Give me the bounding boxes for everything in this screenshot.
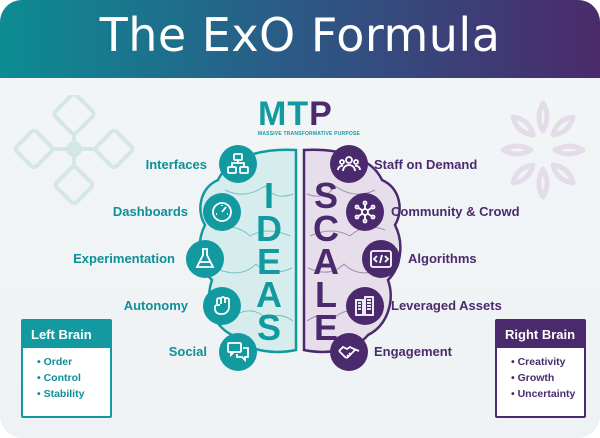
scale-letter-c: C xyxy=(313,208,339,249)
scale-item-algorithms: Algorithms xyxy=(408,251,477,266)
gauge-icon xyxy=(203,193,241,231)
right-brain-box: Right Brain Creativity Growth Uncertaint… xyxy=(495,319,586,418)
ideas-letter-d: D xyxy=(256,208,282,249)
scale-letter-l: L xyxy=(315,274,337,315)
buildings-icon xyxy=(346,287,384,325)
chat-bubbles-icon xyxy=(219,333,257,371)
mtp-letter-t: T xyxy=(287,95,310,133)
people-group-icon xyxy=(330,145,368,183)
ideas-letter-a: A xyxy=(256,274,282,315)
ideas-item-social: Social xyxy=(168,344,207,359)
code-icon xyxy=(362,240,400,278)
right-brain-title: Right Brain xyxy=(497,321,584,348)
ideas-letter-i: I xyxy=(263,175,274,216)
fist-icon xyxy=(203,287,241,325)
handshake-icon xyxy=(330,333,368,371)
right-brain-item: Growth xyxy=(511,370,576,386)
mtp-letter-p: P xyxy=(309,95,333,133)
scale-letter-a: A xyxy=(313,241,339,282)
left-brain-item: Stability xyxy=(37,386,102,402)
left-brain-item: Order xyxy=(37,354,102,370)
mtp-logo: MTP xyxy=(258,95,333,134)
mtp-subtitle: MASSIVE TRANSFORMATIVE PURPOSE xyxy=(258,131,361,137)
scale-item-leveraged-assets: Leveraged Assets xyxy=(391,298,502,313)
network-icon xyxy=(346,193,384,231)
left-brain-title: Left Brain xyxy=(23,321,110,348)
ideas-item-dashboards: Dashboards xyxy=(112,204,188,219)
right-brain-item: Uncertainty xyxy=(511,386,576,402)
ideas-item-experimentation: Experimentation xyxy=(73,251,175,266)
ideas-letter-e: E xyxy=(256,241,281,282)
left-brain-box: Left Brain Order Control Stability xyxy=(21,319,112,418)
network-decoration-icon xyxy=(14,95,134,205)
scale-item-community-crowd: Community & Crowd xyxy=(391,204,520,219)
right-brain-list: Creativity Growth Uncertainty xyxy=(497,348,584,408)
people-circle-decoration-icon xyxy=(500,100,586,200)
flowchart-icon xyxy=(219,145,257,183)
left-brain-item: Control xyxy=(37,370,102,386)
ideas-item-autonomy: Autonomy xyxy=(123,298,188,313)
ideas-item-interfaces: Interfaces xyxy=(145,157,207,172)
scale-item-engagement: Engagement xyxy=(374,344,453,359)
left-brain-list: Order Control Stability xyxy=(23,348,110,408)
right-brain-item: Creativity xyxy=(511,354,576,370)
scale-letter-s: S xyxy=(313,175,338,216)
flask-icon xyxy=(186,240,224,278)
page-title: The ExO Formula xyxy=(99,8,501,62)
ideas-letter-s: S xyxy=(256,307,281,348)
header-banner: The ExO Formula xyxy=(0,0,600,78)
scale-item-staff-on-demand: Staff on Demand xyxy=(374,157,478,172)
mtp-letter-m: M xyxy=(258,95,288,133)
